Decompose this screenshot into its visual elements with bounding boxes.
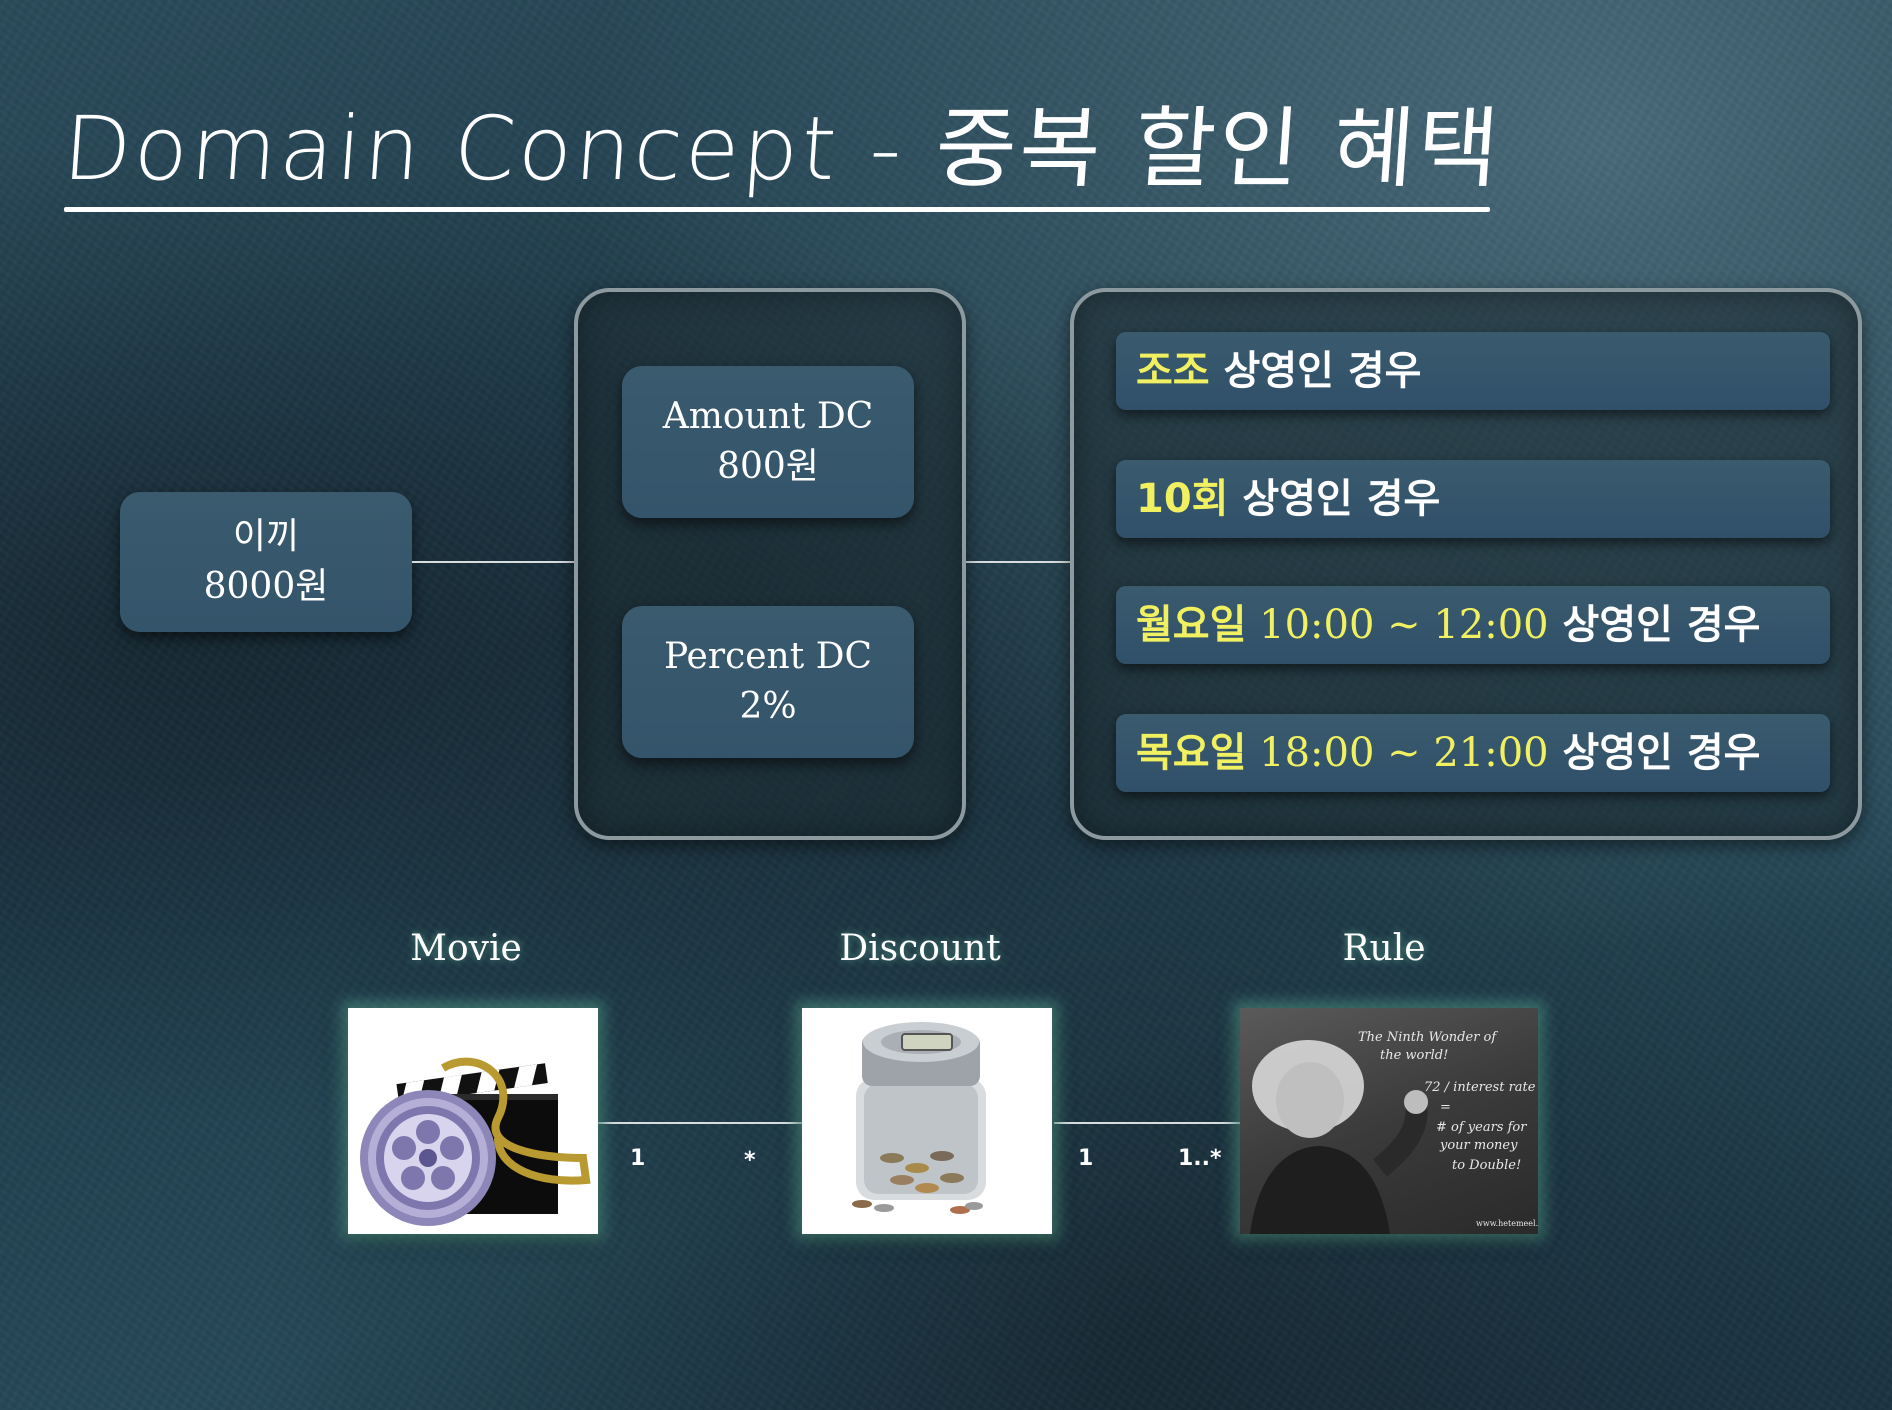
rule-highlight: 10회	[1136, 476, 1228, 522]
board-text-line: your money	[1440, 1138, 1517, 1154]
discount-box-amount: Amount DC 800원	[622, 366, 914, 518]
movie-instance-box: 이끼 8000원	[120, 492, 412, 632]
page-title: Domain Concept - 중복 할인 혜택	[60, 78, 1507, 205]
rule-item: 목요일 18:00 ~ 21:00 상영인 경우	[1116, 714, 1830, 792]
rule-item: 조조 상영인 경우	[1116, 332, 1830, 410]
multiplicity-label: 1	[630, 1146, 645, 1171]
board-text-line: the world!	[1380, 1048, 1448, 1064]
rule-highlight: 목요일	[1136, 730, 1246, 776]
discount-name: Amount DC	[622, 392, 914, 442]
rule-time: 18:00 ~ 21:00	[1246, 730, 1548, 776]
class-label-rule: Rule	[1234, 928, 1534, 969]
einstein-chalkboard-photo: The Ninth Wonder of the world! 72 / inte…	[1240, 1008, 1538, 1234]
rule-highlight: 조조	[1136, 348, 1210, 394]
class-label-discount: Discount	[770, 928, 1070, 969]
board-text-line: The Ninth Wonder of	[1358, 1030, 1496, 1046]
association-line-movie-discount	[598, 1122, 804, 1124]
board-text-line: 72 / interest rate %	[1424, 1080, 1538, 1096]
rule-suffix: 상영인 경우	[1210, 348, 1422, 394]
rule-item: 월요일 10:00 ~ 12:00 상영인 경우	[1116, 586, 1830, 664]
rule-item: 10회 상영인 경우	[1116, 460, 1830, 538]
movie-name: 이끼	[120, 512, 412, 562]
title-underline	[64, 207, 1490, 212]
board-text-line: =	[1440, 1100, 1451, 1116]
rule-suffix: 상영인 경우	[1549, 730, 1761, 776]
class-label-movie: Movie	[316, 928, 616, 969]
multiplicity-label: 1..*	[1178, 1146, 1222, 1171]
board-text-line: to Double!	[1452, 1158, 1521, 1174]
discount-value: 2%	[622, 682, 914, 732]
movie-price: 8000원	[120, 562, 412, 612]
board-text-line: # of years for	[1436, 1120, 1526, 1136]
discount-name: Percent DC	[622, 632, 914, 682]
multiplicity-label: *	[744, 1148, 756, 1173]
multiplicity-label: 1	[1078, 1146, 1093, 1171]
discount-box-percent: Percent DC 2%	[622, 606, 914, 758]
rule-highlight: 월요일	[1136, 602, 1246, 648]
rule-suffix: 상영인 경우	[1549, 602, 1761, 648]
coin-jar-icon	[802, 1008, 1052, 1234]
connector-movie-discount	[412, 561, 574, 563]
photo-credit: www.hetemeel.com	[1476, 1216, 1538, 1232]
film-reel-clapperboard-icon	[348, 1008, 598, 1234]
association-line-discount-rule	[1054, 1122, 1240, 1124]
discount-value: 800원	[622, 442, 914, 492]
rule-suffix: 상영인 경우	[1228, 476, 1440, 522]
rule-time: 10:00 ~ 12:00	[1246, 602, 1548, 648]
connector-discount-rule	[962, 561, 1074, 563]
